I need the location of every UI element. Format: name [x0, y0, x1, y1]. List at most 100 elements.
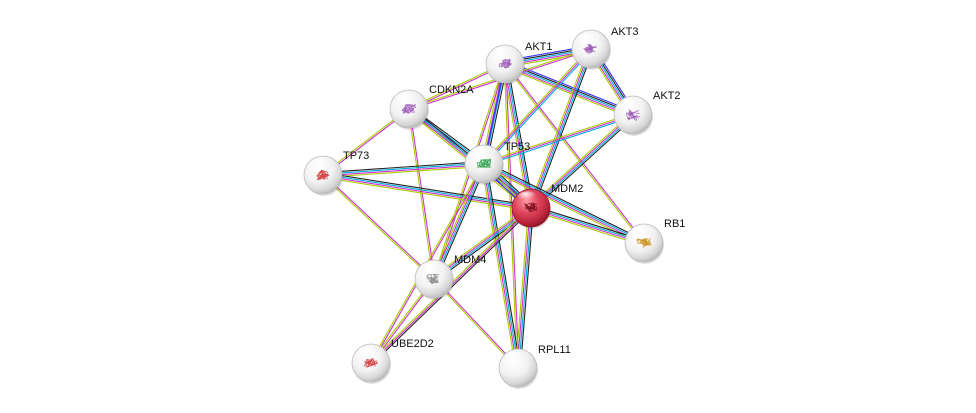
edge-line: [484, 115, 634, 167]
edge-line: [433, 206, 531, 279]
edge-line: [505, 63, 646, 243]
edge-line: [532, 49, 594, 210]
edge-line: [531, 49, 593, 209]
node-highlight: [503, 351, 527, 365]
node-label-akt2: AKT2: [653, 90, 681, 102]
edge-line: [485, 163, 521, 368]
node-mdm4[interactable]: MDM4: [414, 254, 486, 300]
edge-line: [322, 162, 484, 175]
edge-line: [407, 109, 434, 280]
edge-line: [528, 47, 590, 208]
edge-line: [503, 66, 633, 119]
edge-line: [505, 63, 533, 208]
edge-mdm2-rb1: [530, 205, 645, 246]
edge-line: [531, 205, 645, 242]
edge-line: [518, 208, 533, 369]
edge-line: [322, 161, 484, 174]
node-ube2d2[interactable]: UBE2D2: [351, 338, 434, 384]
edges-layer: [322, 45, 646, 369]
edge-line: [323, 173, 532, 208]
edge-tp53-rpl11: [481, 163, 521, 369]
edge-akt3-mdm2: [528, 47, 594, 210]
node-akt3[interactable]: AKT3: [571, 26, 639, 70]
node-label-cdkn2a: CDKN2A: [429, 84, 474, 96]
edge-line: [323, 164, 485, 177]
node-label-mdm2: MDM2: [551, 183, 583, 195]
node-akt2[interactable]: AKT2: [613, 90, 681, 136]
edge-line: [322, 175, 531, 210]
edge-line: [483, 112, 633, 164]
edge-line: [484, 162, 645, 243]
edge-line: [519, 208, 534, 369]
node-highlight: [576, 32, 600, 46]
node-tp53[interactable]: TP53: [464, 141, 530, 185]
node-label-mdm4: MDM4: [454, 254, 486, 266]
edge-line: [483, 164, 644, 245]
node-highlight: [469, 147, 493, 161]
node-rb1[interactable]: RB1: [624, 218, 685, 264]
edge-mdm4-rpl11: [433, 278, 519, 369]
edge-line: [483, 48, 592, 165]
node-label-rb1: RB1: [664, 218, 685, 230]
edge-line: [322, 176, 531, 211]
edge-line: [530, 114, 633, 208]
edge-line: [482, 47, 591, 164]
edge-tp73-tp53: [322, 161, 485, 178]
edge-line: [483, 114, 634, 165]
edge-line: [504, 63, 634, 116]
edge-line: [409, 108, 436, 279]
edge-line: [371, 208, 533, 365]
edge-line: [484, 161, 646, 242]
node-highlight: [618, 98, 642, 112]
node-cdkn2a[interactable]: CDKN2A: [389, 84, 474, 130]
edge-line: [435, 164, 487, 281]
node-rpl11[interactable]: RPL11: [498, 344, 571, 389]
node-mdm2[interactable]: MDM2: [511, 183, 583, 229]
edge-line: [323, 172, 532, 207]
edge-tp73-mdm2: [322, 172, 532, 211]
edge-akt3-tp53: [482, 47, 593, 166]
edge-line: [481, 164, 517, 369]
edge-line: [516, 207, 531, 368]
edge-line: [531, 206, 645, 243]
edge-line: [322, 175, 434, 280]
edge-line: [529, 48, 591, 208]
edge-line: [529, 112, 632, 207]
node-akt1[interactable]: AKT1: [485, 41, 553, 85]
edge-cdkn2a-mdm4: [407, 108, 436, 280]
node-highlight: [308, 158, 332, 172]
edge-line: [433, 279, 518, 369]
edge-line: [434, 278, 519, 368]
edge-line: [434, 164, 486, 280]
edge-line: [484, 49, 593, 166]
edge-akt1-rpl11: [503, 63, 520, 369]
node-label-tp53: TP53: [504, 141, 530, 153]
edge-line: [484, 163, 520, 368]
edge-line: [432, 163, 484, 279]
edge-line: [503, 64, 518, 369]
node-label-akt1: AKT1: [525, 41, 553, 53]
edge-line: [505, 63, 520, 368]
node-highlight: [629, 226, 653, 240]
node-highlight: [419, 262, 443, 276]
edge-line: [323, 165, 485, 178]
edge-line: [482, 164, 518, 369]
edge-akt1-rb1: [503, 63, 646, 244]
node-label-akt3: AKT3: [611, 26, 639, 38]
edge-tp53-mdm4: [431, 162, 487, 281]
node-tp73[interactable]: TP73: [303, 150, 369, 196]
edge-line: [504, 64, 633, 117]
edge-line: [530, 208, 644, 245]
node-highlight: [394, 92, 418, 106]
node-label-ube2d2: UBE2D2: [391, 338, 434, 350]
edge-line: [432, 205, 530, 278]
edge-tp73-mdm4: [322, 174, 435, 280]
node-highlight: [516, 191, 540, 205]
node-label-tp73: TP73: [343, 150, 369, 162]
edge-line: [515, 207, 530, 368]
edge-line: [503, 64, 644, 244]
edge-mdm2-rpl11: [515, 207, 534, 369]
edge-line: [431, 162, 483, 279]
